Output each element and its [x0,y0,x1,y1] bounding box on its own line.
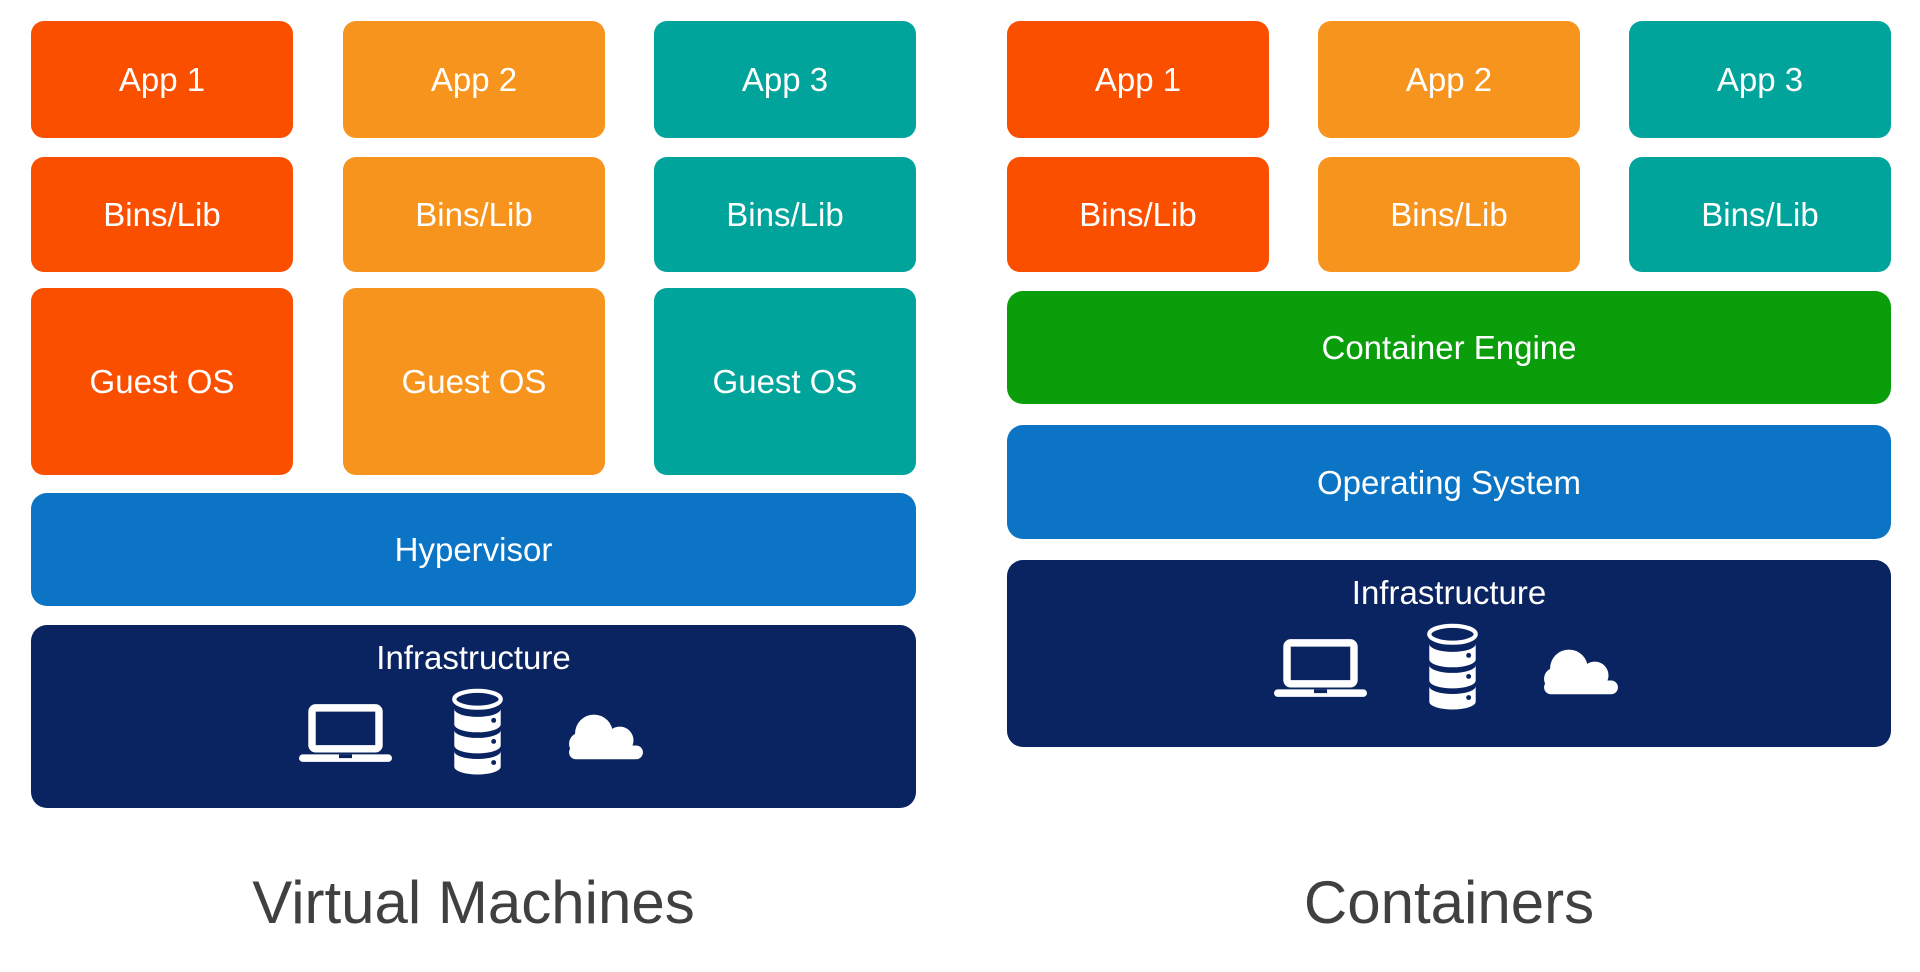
container-app2-box: App 2 [1318,21,1580,138]
cloud-icon [568,714,643,759]
vm-guestos3-label: Guest OS [712,363,858,400]
operating-system-label: Operating System [1316,463,1582,501]
vm-app3-box: App 3 [654,21,916,138]
vm-infrastructure-icon-row [31,688,916,778]
vm-binslib3-label: Bins/Lib [726,196,844,233]
vm-binslib1-label: Bins/Lib [103,196,221,233]
vm-app1-label: App 1 [118,61,206,98]
containers-section-title: Containers [1007,862,1891,942]
vm-app2-box: App 2 [343,21,605,138]
cloud-icon [1544,649,1618,694]
vm-binslib1-box: Bins/Lib [31,157,293,272]
container-engine-label: Container Engine [1321,329,1577,366]
containers-infrastructure-box: Infrastructure [1007,560,1891,747]
vm-guestos1-label: Guest OS [89,363,235,400]
containers-section-title-text: Containers [1303,868,1595,936]
container-binslib1-box: Bins/Lib [1007,157,1269,272]
container-binslib1-label: Bins/Lib [1079,196,1197,233]
container-engine-box: Container Engine [1007,291,1891,404]
vm-guestos3-box: Guest OS [654,288,916,475]
container-binslib2-box: Bins/Lib [1318,157,1580,272]
hypervisor-box: Hypervisor [31,493,916,606]
vm-app1-box: App 1 [31,21,293,138]
operating-system-box: Operating System [1007,425,1891,539]
vm-binslib3-box: Bins/Lib [654,157,916,272]
container-app3-box: App 3 [1629,21,1891,138]
database-icon [1427,623,1478,710]
laptop-icon [298,704,392,762]
vm-guestos2-box: Guest OS [343,288,605,475]
vm-guestos2-label: Guest OS [401,363,547,400]
containers-infrastructure-icon-row [1007,623,1891,713]
container-app1-label: App 1 [1094,61,1182,98]
vm-binslib2-label: Bins/Lib [415,196,533,233]
vm-section-title-text: Virtual Machines [252,868,695,936]
container-app3-label: App 3 [1716,61,1804,98]
containers-infrastructure-label: Infrastructure [1351,574,1547,611]
vm-infrastructure-label: Infrastructure [376,639,571,676]
container-binslib3-label: Bins/Lib [1701,196,1819,233]
vm-infrastructure-box: Infrastructure [31,625,916,808]
vm-section-title: Virtual Machines [31,862,916,942]
vm-guestos1-box: Guest OS [31,288,293,475]
hypervisor-label: Hypervisor [394,531,553,568]
laptop-icon [1274,639,1367,697]
container-app2-label: App 2 [1405,61,1493,98]
container-binslib2-label: Bins/Lib [1390,196,1508,233]
vm-app3-label: App 3 [741,61,829,98]
vm-app2-label: App 2 [430,61,518,98]
vm-binslib2-box: Bins/Lib [343,157,605,272]
database-icon [451,688,503,775]
container-binslib3-box: Bins/Lib [1629,157,1891,272]
container-app1-box: App 1 [1007,21,1269,138]
